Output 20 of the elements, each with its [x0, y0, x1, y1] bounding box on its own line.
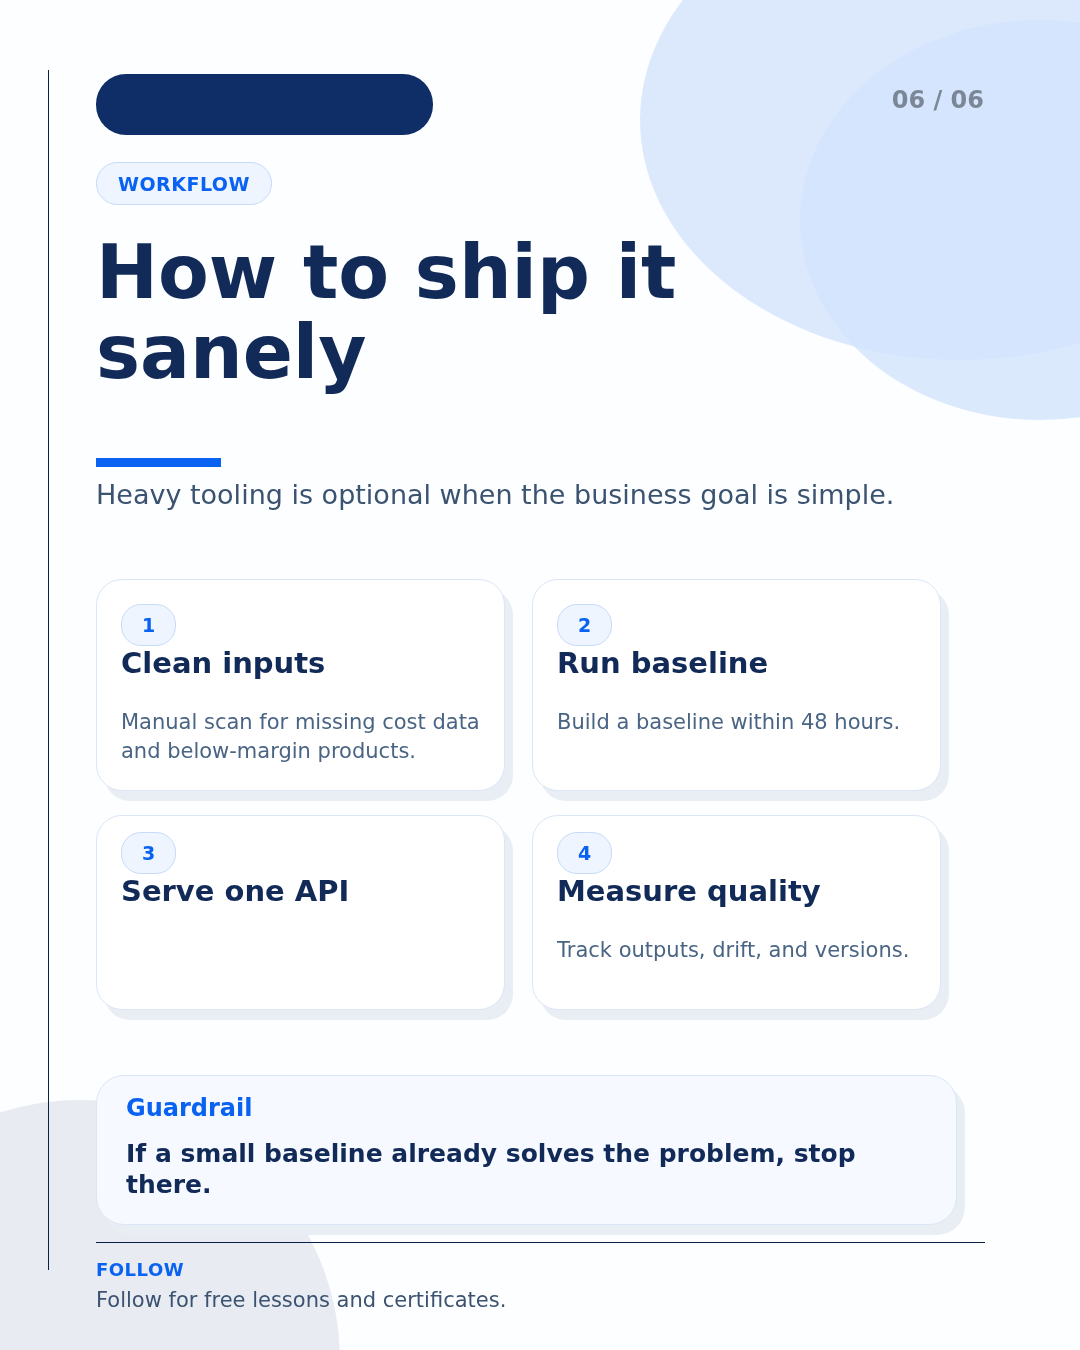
step-description: Track outputs, drift, and versions. — [557, 937, 911, 964]
callout-heading: Guardrail — [126, 1094, 253, 1122]
badge-shape — [96, 74, 433, 135]
category-tag: WORKFLOW — [96, 162, 272, 205]
step-number: 1 — [121, 604, 176, 646]
footer-text: Follow for free lessons and certificates. — [96, 1288, 508, 1312]
title: How to ship it sanely — [96, 232, 678, 392]
section-label: FOLLOW — [96, 1259, 185, 1280]
step-number: 2 — [557, 604, 612, 646]
page-counter: 06 / 06 — [890, 86, 984, 114]
step-description: Manual scan for missing cost data and below-margin products. — [121, 709, 480, 765]
subtitle: Heavy tooling is optional when the business goal is simple. — [96, 479, 896, 510]
step-number: 3 — [121, 832, 176, 874]
step-number: 4 — [557, 832, 612, 874]
step-title: Clean inputs — [121, 646, 327, 680]
step-description: Build a baseline within 48 hours. — [557, 709, 902, 736]
step-title: Serve one API — [121, 874, 351, 908]
step-title: Run baseline — [557, 646, 770, 680]
callout-text: If a small baseline already solves the problem, stop there. — [126, 1138, 857, 1200]
step-title: Measure quality — [557, 874, 822, 908]
